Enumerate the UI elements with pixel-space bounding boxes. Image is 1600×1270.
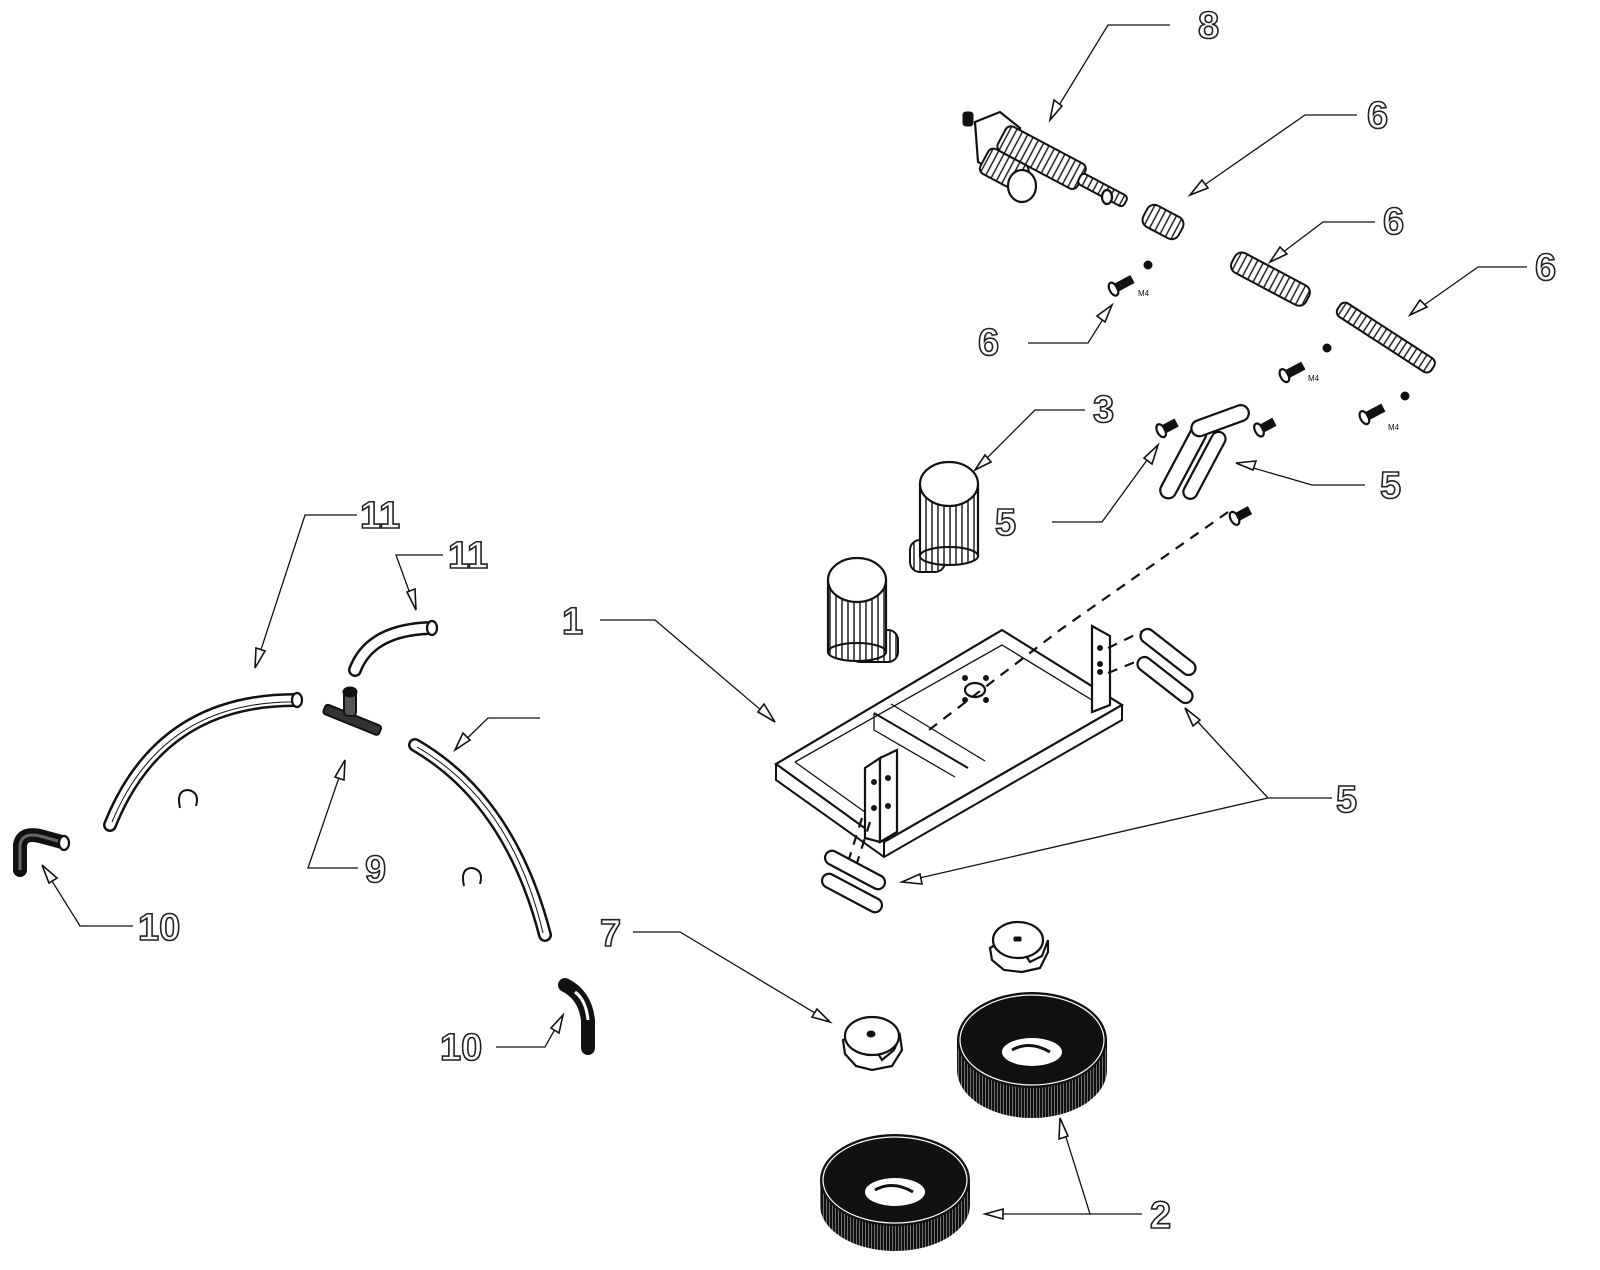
tee-connector bbox=[322, 686, 383, 736]
screw-and-washer-a: M4 bbox=[1107, 260, 1153, 298]
leader-lines bbox=[41, 24, 1527, 1221]
motor-cylinder-lower bbox=[826, 556, 899, 663]
screw-and-washer-c: M4 bbox=[1358, 391, 1410, 432]
callout-7: 7 bbox=[600, 913, 621, 955]
callout-6b: 6 bbox=[1383, 201, 1404, 243]
hose-clip-left bbox=[178, 788, 198, 809]
brush-disc-lower bbox=[820, 1134, 970, 1251]
callout-5a: 5 bbox=[995, 502, 1016, 544]
callout-10b: 10 bbox=[440, 1027, 482, 1069]
callout-labels: 8 6 6 6 6 3 5 5 5 1 11 11 9 10 10 7 2 bbox=[137, 4, 1557, 1238]
callout-8: 8 bbox=[1198, 5, 1219, 47]
screw-mark: M4 bbox=[1308, 374, 1320, 383]
assembly-guide-lines bbox=[846, 511, 1229, 867]
link-plates-right bbox=[1136, 627, 1197, 705]
callout-10a: 10 bbox=[138, 907, 180, 949]
callout-9: 9 bbox=[365, 849, 386, 891]
long-curved-hose-left bbox=[103, 691, 304, 832]
screw-mark: M4 bbox=[1388, 423, 1400, 432]
callout-6d: 6 bbox=[978, 322, 999, 364]
callout-2: 2 bbox=[1150, 1195, 1171, 1237]
callout-6a: 6 bbox=[1367, 95, 1388, 137]
hose-clip-right bbox=[462, 866, 482, 887]
motor-cylinder-upper bbox=[909, 460, 980, 573]
long-curved-hose-right bbox=[408, 738, 552, 942]
short-curved-hose bbox=[348, 619, 439, 677]
splined-shaft-short bbox=[1230, 251, 1311, 307]
base-frame-tray bbox=[773, 624, 1125, 859]
elbow-fitting-right bbox=[558, 978, 595, 1055]
link-plates-bottom bbox=[820, 849, 887, 914]
callout-6c: 6 bbox=[1535, 247, 1556, 289]
coupling-sleeve bbox=[1141, 203, 1185, 241]
callout-1: 1 bbox=[562, 601, 583, 643]
callout-5c: 5 bbox=[1336, 779, 1357, 821]
motor-gearbox-assembly bbox=[962, 110, 1128, 208]
callout-5b: 5 bbox=[1380, 465, 1401, 507]
star-drive-hub-upper bbox=[988, 920, 1050, 974]
splined-shaft-long bbox=[1335, 301, 1436, 374]
L-bracket-link bbox=[1155, 404, 1277, 526]
star-drive-hub-lower bbox=[841, 1015, 904, 1072]
callout-3: 3 bbox=[1093, 389, 1114, 431]
callout-11a: 11 bbox=[360, 495, 400, 537]
callout-11b: 11 bbox=[448, 535, 488, 577]
brush-disc-upper bbox=[957, 992, 1107, 1118]
screw-and-washer-b: M4 bbox=[1278, 343, 1332, 384]
screw-mark: M4 bbox=[1138, 289, 1150, 298]
elbow-fitting-left bbox=[13, 828, 71, 877]
